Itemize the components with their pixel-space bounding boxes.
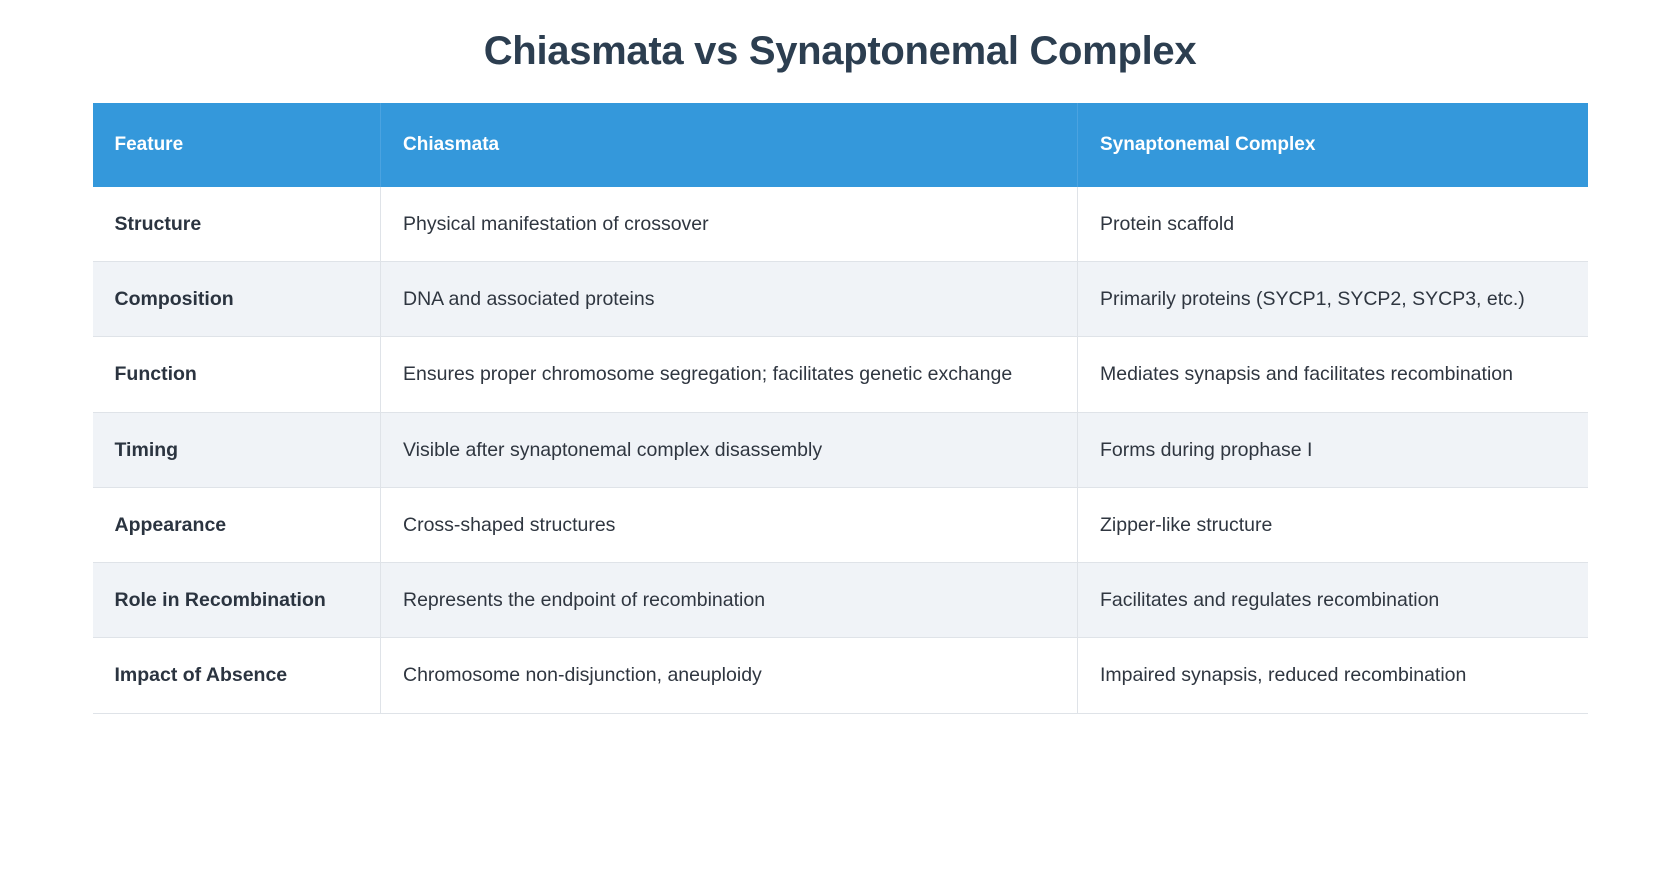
cell-synaptonemal-complex: Forms during prophase I [1077, 412, 1588, 488]
table-container: Feature Chiasmata Synaptonemal Complex S… [92, 75, 1588, 714]
cell-feature: Structure [92, 187, 381, 263]
column-header-chiasmata: Chiasmata [380, 103, 1078, 187]
cell-chiasmata: DNA and associated proteins [380, 261, 1078, 338]
cell-feature: Function [92, 336, 381, 413]
cell-chiasmata: Represents the endpoint of recombination [380, 562, 1078, 639]
page-title: Chiasmata vs Synaptonemal Complex [483, 29, 1197, 73]
cell-synaptonemal-complex: Zipper-like structure [1077, 487, 1588, 564]
table-header-row: Feature Chiasmata Synaptonemal Complex [92, 103, 1588, 187]
cell-synaptonemal-complex: Facilitates and regulates recombination [1077, 562, 1588, 639]
cell-chiasmata: Cross-shaped structures [380, 487, 1078, 564]
column-header-feature: Feature [92, 103, 381, 187]
cell-feature: Impact of Absence [92, 637, 381, 714]
comparison-table: Feature Chiasmata Synaptonemal Complex S… [92, 103, 1588, 714]
cell-feature: Timing [92, 412, 381, 488]
cell-synaptonemal-complex: Mediates synapsis and facilitates recomb… [1077, 336, 1588, 413]
column-header-synaptonemal-complex: Synaptonemal Complex [1077, 103, 1588, 187]
cell-feature: Role in Recombination [92, 562, 381, 639]
cell-chiasmata: Chromosome non-disjunction, aneuploidy [380, 637, 1078, 714]
cell-synaptonemal-complex: Protein scaffold [1077, 187, 1588, 263]
cell-feature: Appearance [92, 487, 381, 564]
cell-chiasmata: Visible after synaptonemal complex disas… [380, 412, 1078, 488]
cell-synaptonemal-complex: Primarily proteins (SYCP1, SYCP2, SYCP3,… [1077, 261, 1588, 338]
cell-feature: Composition [92, 261, 381, 338]
cell-synaptonemal-complex: Impaired synapsis, reduced recombination [1077, 637, 1588, 714]
table-header: Feature Chiasmata Synaptonemal Complex [92, 103, 1588, 187]
cell-chiasmata: Ensures proper chromosome segregation; f… [380, 336, 1078, 413]
cell-chiasmata: Physical manifestation of crossover [380, 187, 1078, 263]
